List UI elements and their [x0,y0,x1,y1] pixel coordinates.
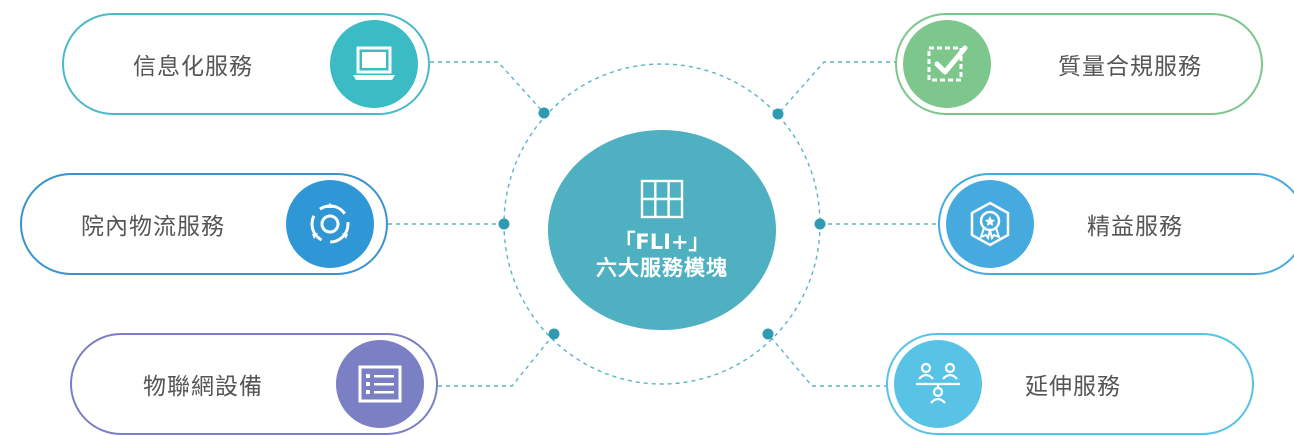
logistics-cycle-icon [286,180,374,268]
connector-bottom-right [767,333,888,387]
module-hospital-logistics[interactable]: 院內物流服務 [20,173,388,275]
device-list-icon [336,340,424,428]
module-extended-service[interactable]: 延伸服務 [886,333,1254,435]
center-title: 「FLI+」 [614,230,710,254]
connector-dot [762,328,774,340]
connector-dot [538,107,550,119]
connector-top-left [430,61,545,114]
connector-dot [498,218,510,230]
grid-icon [640,179,684,219]
module-information-service[interactable]: 信息化服務 [62,13,430,115]
module-iot-devices[interactable]: 物聯網設備 [70,333,438,435]
module-label: 信息化服務 [133,54,253,80]
center-subtitle: 六大服務模塊 [596,256,728,280]
module-quality-compliance[interactable]: 質量合規服務 [895,13,1263,115]
connector-top-right [777,61,898,115]
module-lean-service[interactable]: 精益服務 [938,173,1294,275]
module-label: 院內物流服務 [81,214,225,240]
people-network-icon [894,340,982,428]
award-badge-icon [946,180,1034,268]
module-label: 延伸服務 [1025,374,1121,400]
connector-dot [772,108,784,120]
connector-dot [814,218,826,230]
module-label: 物聯網設備 [143,374,263,400]
connector-bottom-left [430,333,555,387]
module-label: 精益服務 [1087,214,1183,240]
module-label: 質量合規服務 [1058,54,1202,80]
checkbox-check-icon [903,20,991,108]
center-node: 「FLI+」 六大服務模塊 [548,130,776,330]
laptop-icon [330,20,418,108]
connector-dot [548,328,560,340]
